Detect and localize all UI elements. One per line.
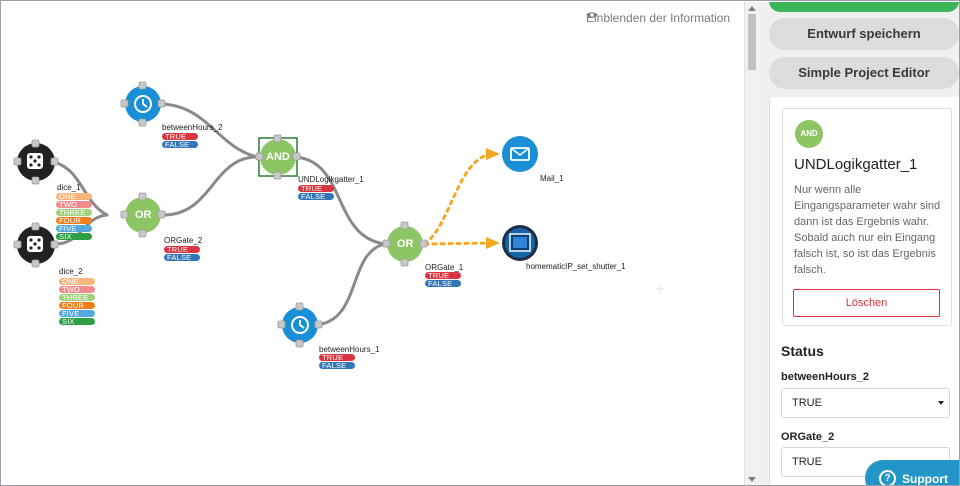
orgate-1-symbol: OR (397, 238, 414, 250)
status-field-label: betweenHours_2 (781, 371, 870, 383)
dice-1-output[interactable]: ONE (56, 193, 92, 200)
save-draft-button[interactable]: Entwurf speichern (769, 18, 959, 50)
node-und-logikgatter-1[interactable] (255, 134, 301, 180)
orgate-2-label: ORGate_2 (164, 236, 203, 245)
dice-1-output[interactable]: FIVE (56, 225, 92, 232)
und-logikgatter-1-label: UNDLogikgatter_1 (298, 175, 364, 184)
dice-1-output[interactable]: SIX (56, 233, 92, 240)
link-orgate1-mail (423, 152, 492, 246)
node-between-hours-1[interactable] (277, 302, 323, 348)
dice-2-output[interactable]: FOUR (59, 302, 95, 309)
status-field-label: ORGate_2 (781, 431, 835, 443)
link-dice1-orgate2 (48, 159, 109, 217)
show-info-toggle[interactable]: Einblenden der Information (586, 11, 733, 25)
dice-1-output[interactable]: THREE (56, 209, 92, 216)
between-hours-1-label: betweenHours_1 (319, 345, 380, 354)
dice-1-output[interactable]: TWO (56, 201, 92, 208)
orgate-2-symbol: OR (135, 209, 152, 221)
orgate-2-false[interactable]: FALSE (164, 254, 200, 261)
support-button[interactable]: ? Support (865, 460, 959, 486)
scroll-up-arrow-icon[interactable] (748, 6, 756, 11)
select-value: TRUE (792, 456, 822, 468)
orgate-2-true[interactable]: TRUE (164, 246, 200, 253)
scrollbar-thumb[interactable] (748, 14, 756, 70)
node-shutter[interactable] (502, 225, 538, 261)
link-orgate2-and (159, 155, 259, 217)
dice-1-output[interactable]: FOUR (56, 217, 92, 224)
node-orgate-2[interactable] (120, 192, 166, 238)
dice-1-label: dice_1 (57, 183, 81, 192)
node-dice-1[interactable] (13, 139, 59, 185)
select-value: TRUE (792, 397, 822, 409)
cursor-crosshair (655, 284, 665, 294)
canvas-scrollbar[interactable] (744, 2, 759, 485)
dice-2-output[interactable]: SIX (59, 318, 95, 325)
side-panel: Entwurf speichern Simple Project Editor … (759, 2, 959, 485)
node-mail-1[interactable] (502, 136, 538, 172)
node-title: UNDLogikgatter_1 (794, 156, 918, 173)
support-label: Support (902, 472, 948, 486)
question-icon: ? (879, 470, 896, 485)
dice-2-output[interactable]: ONE (59, 278, 95, 285)
scroll-down-arrow-icon[interactable] (748, 477, 756, 482)
delete-button[interactable]: Löschen (793, 289, 940, 317)
node-between-hours-2[interactable] (120, 81, 166, 127)
between-hours-2-select[interactable]: TRUE (781, 388, 950, 418)
und-symbol: AND (266, 151, 290, 163)
link-hours2-and (157, 102, 259, 159)
node-description: Nur wenn alle Eingangsparameter wahr sin… (794, 184, 941, 276)
between-hours-2-false[interactable]: FALSE (162, 141, 198, 148)
show-info-label: Einblenden der Information (586, 11, 731, 25)
properties-panel: AND UNDLogikgatter_1 Nur wenn alle Einga… (769, 97, 959, 485)
caret-down-icon (938, 401, 944, 405)
shutter-label: homematicIP_set_shutter_1 (526, 262, 626, 271)
arrow-head-shutter (486, 237, 500, 249)
orgate-1-true[interactable]: TRUE (425, 272, 461, 279)
dice-2-output[interactable]: FIVE (59, 310, 95, 317)
flow-graph (13, 81, 665, 348)
dice-2-label: dice_2 (59, 267, 83, 276)
orgate-1-label: ORGate_1 (425, 263, 464, 272)
node-dice-2[interactable] (13, 222, 59, 268)
action-connections (423, 152, 492, 246)
node-orgate-1[interactable] (382, 221, 428, 267)
between-hours-2-label: betweenHours_2 (162, 123, 223, 132)
link-hours1-orgate1 (313, 242, 387, 327)
primary-action-button[interactable] (769, 2, 959, 12)
simple-project-editor-button[interactable]: Simple Project Editor (769, 57, 959, 89)
link-and-orgate1 (294, 155, 387, 246)
and-gate-badge-icon: AND (795, 120, 823, 148)
mail-1-label: Mail_1 (540, 174, 564, 183)
und-logikgatter-1-false[interactable]: FALSE (298, 193, 334, 200)
und-logikgatter-1-true[interactable]: TRUE (298, 185, 334, 192)
arrow-head-mail (486, 148, 500, 160)
orgate-1-false[interactable]: FALSE (425, 280, 461, 287)
between-hours-1-false[interactable]: FALSE (319, 362, 355, 369)
flow-canvas[interactable]: OR AND OR Einblenden der Information dic… (2, 2, 744, 485)
link-orgate1-shutter (423, 241, 492, 246)
dice-2-output[interactable]: THREE (59, 294, 95, 301)
status-heading: Status (781, 343, 824, 359)
dice-2-output[interactable]: TWO (59, 286, 95, 293)
between-hours-1-true[interactable]: TRUE (319, 354, 355, 361)
node-info-card: AND UNDLogikgatter_1 Nur wenn alle Einga… (782, 108, 952, 326)
between-hours-2-true[interactable]: TRUE (162, 133, 198, 140)
connections (48, 102, 387, 327)
